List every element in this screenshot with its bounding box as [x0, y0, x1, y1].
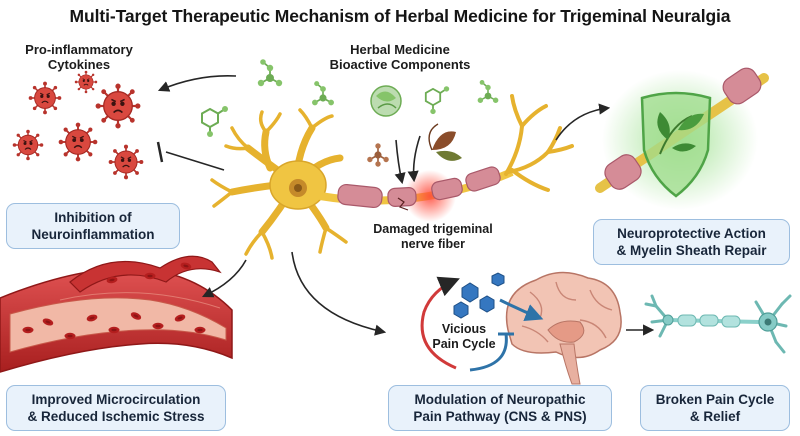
modulation-box-line1: Modulation of Neuropathic [414, 392, 586, 407]
damaged-nerve-label: Damaged trigeminal nerve fiber [360, 222, 506, 252]
neuroprotective-box-line1: Neuroprotective Action [617, 226, 766, 241]
flow-arrows [156, 74, 655, 336]
herbal-label: Herbal Medicine Bioactive Components [310, 42, 490, 72]
damaged-nerve-label-line2: nerve fiber [401, 237, 465, 251]
healthy-neuron [644, 294, 792, 354]
vicious-pain-cycle [420, 276, 544, 372]
neuroinflammation-box-line1: Inhibition of [54, 210, 132, 225]
herb-leaves-icon [428, 123, 462, 161]
neuroprotective-box-line2: & Myelin Sheath Repair [616, 243, 767, 258]
modulation-box-line2: Pain Pathway (CNS & PNS) [413, 409, 587, 424]
neuroprotective-shield [595, 67, 769, 210]
relief-box-line2: & Relief [689, 409, 741, 424]
herbal-label-line1: Herbal Medicine [350, 42, 450, 57]
blue-molecules [453, 272, 505, 319]
damaged-axon [319, 94, 574, 222]
microcirculation-box-line2: & Reduced Ischemic Stress [27, 409, 205, 424]
cytokine-cluster [11, 70, 145, 181]
microcirculation-box-line1: Improved Microcirculation [31, 392, 201, 407]
neuroinflammation-box: Inhibition of Neuroinflammation [6, 203, 180, 249]
herbal-molecules [201, 58, 500, 168]
herbal-label-line2: Bioactive Components [329, 57, 471, 72]
cytokines-label-line2: Cytokines [47, 57, 111, 72]
cytokines-label: Pro-inflammatory Cytokines [4, 42, 154, 72]
page-title: Multi-Target Therapeutic Mechanism of He… [69, 6, 731, 26]
blood-vessel [0, 255, 233, 373]
relief-box: Broken Pain Cycle & Relief [640, 385, 790, 431]
pain-cycle-label-line1: Vicious [441, 322, 487, 336]
brain [505, 271, 622, 385]
modulation-box: Modulation of Neuropathic Pain Pathway (… [388, 385, 612, 431]
herb-leaf-ball-icon [370, 85, 402, 117]
damaged-nerve-label-line1: Damaged trigeminal [373, 222, 493, 236]
pain-cycle-label: Vicious Pain Cycle [426, 322, 502, 352]
damaged-neuron [210, 108, 348, 260]
pain-cycle-label-line2: Pain Cycle [432, 337, 496, 351]
relief-box-line1: Broken Pain Cycle [655, 392, 775, 407]
cytokines-label-line1: Pro-inflammatory [25, 42, 133, 57]
microcirculation-box: Improved Microcirculation & Reduced Isch… [6, 385, 226, 431]
neuroprotective-box: Neuroprotective Action & Myelin Sheath R… [593, 219, 790, 265]
neuroinflammation-box-line2: Neuroinflammation [31, 227, 155, 242]
